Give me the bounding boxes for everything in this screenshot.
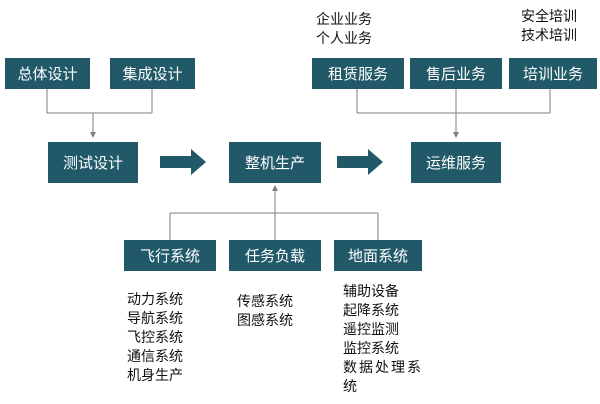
payload-notes: 传感系统 图感系统	[237, 293, 293, 331]
note-line: 动力系统	[127, 292, 183, 308]
note-line: 企业业务	[316, 12, 372, 28]
node-integration-design: 集成设计	[110, 58, 195, 89]
note-line: 机身生产	[127, 368, 183, 384]
node-after-sales: 售后业务	[410, 58, 502, 89]
node-operation-service: 运维服务	[411, 142, 501, 183]
note-line: 数据处理系	[343, 360, 423, 376]
note-line: 导航系统	[127, 311, 183, 327]
note-line: 遥控监测	[343, 322, 399, 338]
node-assembly-production: 整机生产	[229, 142, 321, 183]
node-leasing-service: 租赁服务	[312, 58, 404, 89]
note-line: 飞控系统	[127, 330, 183, 346]
note-line: 起降系统	[343, 303, 399, 319]
note-line: 个人业务	[316, 31, 372, 47]
node-ground-system: 地面系统	[334, 240, 422, 271]
block-arrow-assembly-to-operation	[337, 149, 383, 175]
connector-design-to-test	[46, 89, 153, 138]
note-line: 技术培训	[521, 28, 577, 44]
note-line: 安全培训	[521, 9, 577, 25]
node-flight-system: 飞行系统	[124, 240, 216, 271]
flight-notes: 动力系统 导航系统 飞控系统 通信系统 机身生产	[127, 291, 183, 386]
node-training: 培训业务	[509, 58, 597, 89]
note-line: 通信系统	[127, 349, 183, 365]
leasing-notes: 企业业务 个人业务	[316, 11, 372, 49]
training-notes: 安全培训 技术培训	[521, 8, 577, 46]
ground-notes: 辅助设备 起降系统 遥控监测 监控系统 数据处理系 统	[343, 283, 423, 397]
connector-systems-to-assembly	[169, 185, 379, 240]
note-line: 图感系统	[237, 313, 293, 329]
note-line: 辅助设备	[343, 284, 399, 300]
note-line: 传感系统	[237, 294, 293, 310]
block-arrow-test-to-assembly	[160, 149, 206, 175]
note-line: 统	[343, 379, 357, 395]
node-overall-design: 总体设计	[5, 58, 90, 89]
note-line: 监控系统	[343, 341, 399, 357]
node-test-design: 测试设计	[48, 142, 138, 183]
node-mission-payload: 任务负载	[229, 240, 321, 271]
connector-services-to-operation	[356, 89, 551, 138]
